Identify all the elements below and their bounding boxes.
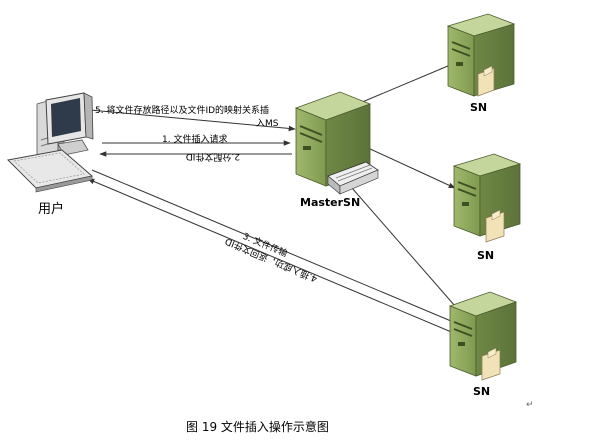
sn3-label: SN: [473, 385, 491, 398]
step2-label: 2.分配文件ID: [185, 151, 240, 161]
step1-label: 1. 文件插入请求: [162, 135, 228, 145]
sn3-server-icon: [448, 291, 518, 381]
sn1-label: SN: [470, 101, 488, 114]
master-server-icon: [294, 91, 379, 195]
arrow-master-sn3: [344, 179, 463, 315]
arrow-success: [87, 178, 469, 340]
user-label: 用户: [38, 202, 65, 217]
arrow-register-ms: [89, 109, 296, 132]
computer-icon: [6, 92, 94, 193]
sn2-server-icon: [452, 153, 522, 243]
arrow-master-sn2: [354, 141, 456, 189]
paragraph-mark: ↵: [526, 400, 534, 410]
arrow-transfer: [91, 169, 471, 330]
figure-caption: 图 19 文件插入操作示意图: [186, 420, 329, 434]
step5-label-line2: 入MS: [256, 119, 279, 129]
sn1-server-icon: [446, 13, 516, 97]
arrow-master-sn1: [347, 62, 456, 109]
step5-label-line1: 5. 将文件存放路径以及文件ID的映射关系插: [95, 106, 270, 116]
sn2-label: SN: [477, 249, 495, 262]
master-label: MasterSN: [300, 196, 361, 209]
